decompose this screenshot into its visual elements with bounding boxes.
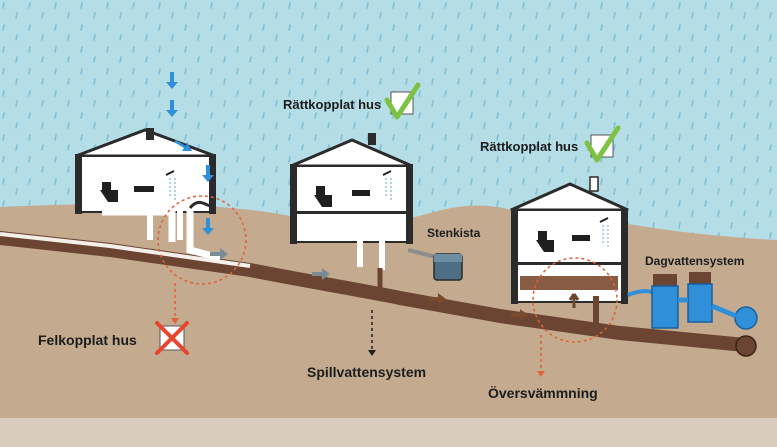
- problem-circle-flooding: [532, 257, 618, 343]
- roof-runoff-arrows: [166, 72, 214, 235]
- house-correct-1: [290, 133, 441, 300]
- label-wrong-house: Felkopplat hus: [38, 332, 137, 348]
- stone-pit: [433, 253, 463, 281]
- label-sewage-system: Spillvattensystem: [307, 364, 427, 380]
- red-x-icon: [155, 321, 189, 355]
- pointer-sewage-head: [368, 350, 376, 356]
- house-wrong: [75, 128, 221, 262]
- sewage-pipe-end: [735, 335, 757, 357]
- green-checkmark-icon: [384, 82, 421, 120]
- ground-base: [0, 418, 777, 447]
- green-checkmark-icon: [584, 125, 621, 163]
- pointer-flooding-head: [537, 371, 545, 377]
- stormwater-pipe-end: [734, 306, 758, 330]
- pointer-wrong-head: [171, 318, 179, 324]
- label-flooding: Översvämmning: [488, 385, 598, 401]
- stormwater-system: [627, 272, 737, 329]
- label-stormwater-system: Dagvattensystem: [645, 254, 745, 268]
- label-correct-house-1: Rättkopplat hus: [283, 97, 382, 112]
- label-correct-house-2: Rättkopplat hus: [480, 139, 579, 154]
- flow-arrows: [210, 248, 528, 321]
- label-stone-pit: Stenkista: [427, 226, 481, 240]
- problem-circle-wrong: [157, 195, 247, 285]
- sewage-main-pipe-highlight: [0, 232, 251, 268]
- sewage-main-pipe: [0, 231, 752, 352]
